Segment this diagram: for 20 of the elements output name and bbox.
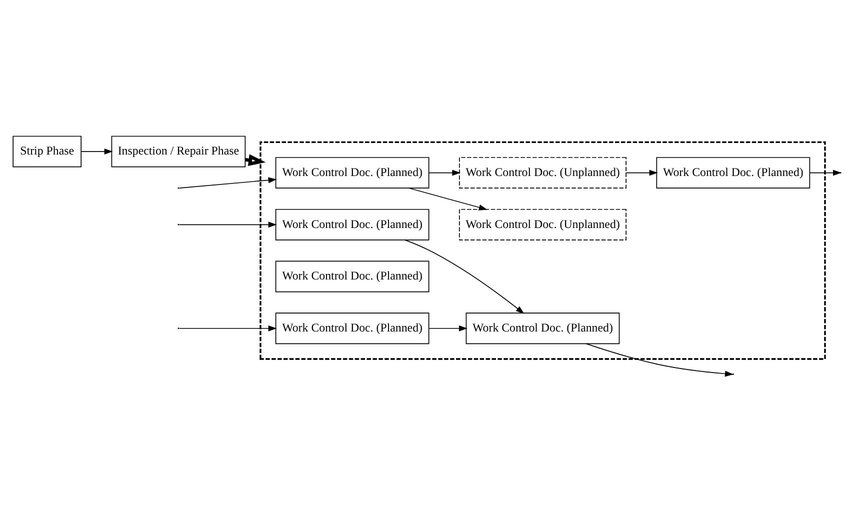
node-box: Strip Phase [12,136,82,168]
arrow [408,188,488,210]
arrow [404,240,524,314]
node-box: Work Control Doc. (Unplanned) [459,157,626,189]
node-box: Work Control Doc. (Planned) [275,260,430,292]
arrow [80,148,113,155]
arrow [179,177,277,189]
node-box: Work Control Doc. (Planned) [275,157,430,189]
node-box: Work Control Doc. (Unplanned) [459,208,626,240]
node-box: Inspection / Repair Phase [111,136,246,168]
node-box: Work Control Doc. (Planned) [656,157,810,189]
arrow [626,170,658,176]
node-box: Work Control Doc. (Planned) [275,312,430,344]
node-box: Work Control Doc. (Planned) [466,312,620,344]
arrow [428,170,461,176]
arrow [179,325,277,332]
arrow [179,222,277,228]
cluster [260,141,826,360]
node-box: Work Control Doc. (Planned) [275,208,430,240]
arrow [428,325,468,332]
